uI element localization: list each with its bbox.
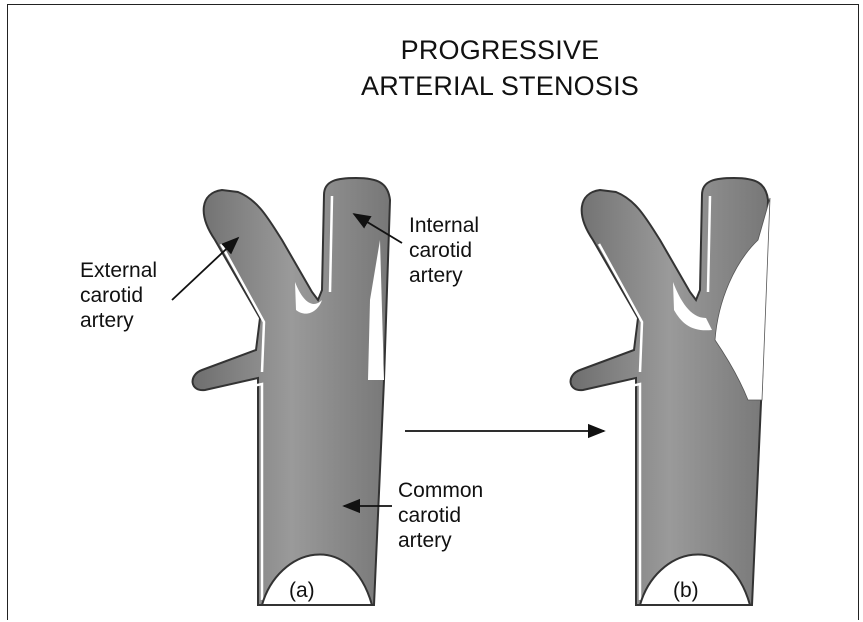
vessel-b-wall xyxy=(571,178,768,605)
panel-label-a: (a) xyxy=(289,578,315,603)
external-carotid-pointer xyxy=(172,238,238,300)
vessel-a-wall xyxy=(193,178,390,605)
internal-carotid-label: Internal carotid artery xyxy=(409,213,479,288)
external-carotid-label: External carotid artery xyxy=(80,258,157,333)
vessel-a xyxy=(193,178,390,605)
vessel-b xyxy=(571,178,770,605)
common-carotid-label: Common carotid artery xyxy=(398,478,483,553)
panel-label-b: (b) xyxy=(673,578,699,603)
